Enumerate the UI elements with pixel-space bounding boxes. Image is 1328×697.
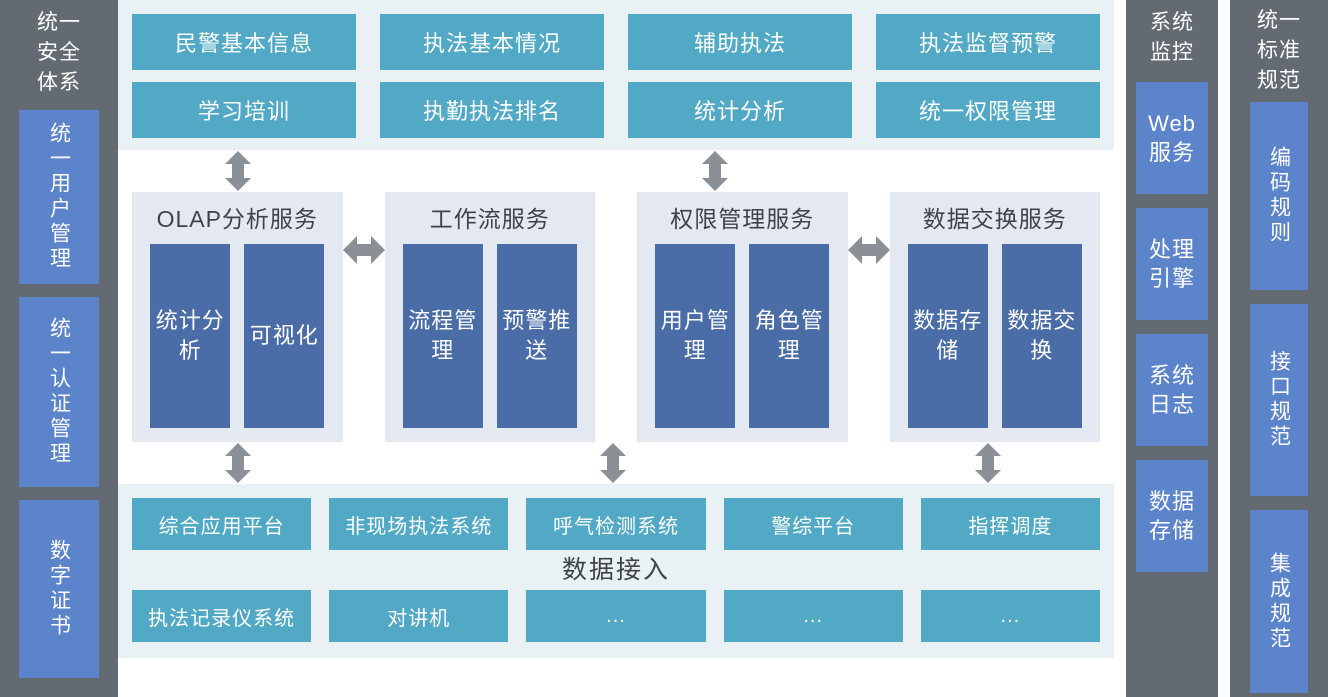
sysmon-item-web-service[interactable]: Web 服务 (1136, 82, 1208, 194)
app-tile-duty-enforcement-ranking[interactable]: 执勤执法排名 (380, 82, 604, 138)
service-item-alert-push[interactable]: 预警推送 (496, 244, 577, 428)
service-item-role-management[interactable]: 角色管理 (749, 244, 830, 428)
center-column: 民警基本信息 执法基本情况 辅助执法 执法监督预警 学习培训 执勤执法排名 统计… (118, 0, 1114, 697)
unified-standards-rail: 统一 标准 规范 编码规则 接口规范 集成规范 (1230, 0, 1328, 697)
application-layer: 民警基本信息 执法基本情况 辅助执法 执法监督预警 学习培训 执勤执法排名 统计… (118, 0, 1114, 150)
rail-spacer (1114, 0, 1126, 697)
data-source-row-2: 执法记录仪系统 对讲机 ... ... ... (132, 590, 1100, 642)
standards-item-integration-spec[interactable]: 集成规范 (1250, 510, 1308, 694)
double-arrow-horizontal-icon (342, 236, 385, 264)
security-system-rail: 统一 安全 体系 统一用户管理 统一认证管理 数字证书 (0, 0, 118, 697)
data-source-offsite-enforcement[interactable]: 非现场执法系统 (329, 498, 509, 550)
data-source-police-platform[interactable]: 警综平台 (723, 498, 903, 550)
data-source-law-recorder-system[interactable]: 执法记录仪系统 (132, 590, 312, 642)
service-item-process-management[interactable]: 流程管理 (402, 244, 483, 428)
service-connector (595, 192, 637, 442)
service-panel-olap: OLAP分析服务 统计分析 可视化 (132, 192, 343, 442)
double-arrow-horizontal-icon (847, 236, 890, 264)
data-access-caption: 数据接入 (561, 556, 670, 584)
service-panel-title: 数据交换服务 (922, 206, 1067, 232)
standards-item-coding-rules[interactable]: 编码规则 (1250, 102, 1308, 290)
system-monitoring-rail: 系统 监控 Web 服务 处理 引擎 系统 日志 数据 存储 (1126, 0, 1218, 697)
unified-standards-title: 统一 标准 规范 (1257, 9, 1301, 92)
service-item-data-storage[interactable]: 数据存储 (907, 244, 988, 428)
app-tile-statistical-analysis[interactable]: 统计分析 (628, 82, 852, 138)
service-connector (342, 192, 385, 442)
service-item-statistical-analysis[interactable]: 统计分析 (150, 244, 231, 428)
double-arrow-vertical-icon (600, 443, 626, 483)
service-panel-title: 权限管理服务 (670, 206, 815, 232)
security-system-title: 统一 安全 体系 (37, 11, 81, 94)
service-item-user-management[interactable]: 用户管理 (655, 244, 736, 428)
service-item-data-exchange[interactable]: 数据交换 (1001, 244, 1082, 428)
service-panel-permission: 权限管理服务 用户管理 角色管理 (637, 192, 848, 442)
application-tile-grid: 民警基本信息 执法基本情况 辅助执法 执法监督预警 学习培训 执勤执法排名 统计… (132, 14, 1100, 138)
data-source-command-dispatch[interactable]: 指挥调度 (920, 498, 1100, 550)
rail-item-unified-auth-management[interactable]: 统一认证管理 (19, 297, 99, 487)
data-source-walkie-talkie[interactable]: 对讲机 (329, 590, 509, 642)
service-item-list: 统计分析 可视化 (144, 244, 331, 428)
double-arrow-vertical-icon (225, 151, 251, 191)
app-tile-study-training[interactable]: 学习培训 (132, 82, 356, 138)
data-source-more-2[interactable]: ... (723, 590, 903, 642)
rail-item-unified-user-management[interactable]: 统一用户管理 (19, 110, 99, 284)
app-tile-enforcement-supervision-alert[interactable]: 执法监督预警 (876, 14, 1100, 70)
app-to-service-arrows (118, 150, 1114, 192)
data-access-layer: 综合应用平台 非现场执法系统 呼气检测系统 警综平台 指挥调度 数据接入 执法记… (118, 484, 1114, 658)
double-arrow-vertical-icon (975, 443, 1001, 483)
service-panel-title: OLAP分析服务 (156, 206, 318, 232)
standards-item-interface-spec[interactable]: 接口规范 (1250, 303, 1308, 497)
system-monitoring-title: 系统 监控 (1150, 11, 1194, 64)
service-item-list: 数据存储 数据交换 (902, 244, 1089, 428)
service-to-data-arrows (118, 442, 1114, 484)
data-source-more-1[interactable]: ... (526, 590, 706, 642)
app-tile-unified-permission-management[interactable]: 统一权限管理 (876, 82, 1100, 138)
service-item-visualization[interactable]: 可视化 (244, 244, 325, 428)
double-arrow-vertical-icon (702, 151, 728, 191)
service-item-list: 用户管理 角色管理 (649, 244, 836, 428)
service-layer: OLAP分析服务 统计分析 可视化 工作流服务 流程管理 预警推送 (118, 192, 1114, 442)
data-source-integrated-platform[interactable]: 综合应用平台 (132, 498, 312, 550)
sysmon-item-data-storage[interactable]: 数据 存储 (1136, 460, 1208, 572)
sysmon-item-system-log[interactable]: 系统 日志 (1136, 334, 1208, 446)
service-panel-title: 工作流服务 (429, 206, 550, 232)
service-item-list: 流程管理 预警推送 (397, 244, 584, 428)
app-tile-assisted-enforcement[interactable]: 辅助执法 (628, 14, 852, 70)
service-panel-data-exchange: 数据交换服务 数据存储 数据交换 (889, 192, 1100, 442)
service-connector (847, 192, 890, 442)
app-tile-enforcement-basics[interactable]: 执法基本情况 (380, 14, 604, 70)
rail-item-digital-certificate[interactable]: 数字证书 (19, 500, 99, 678)
app-tile-police-basic-info[interactable]: 民警基本信息 (132, 14, 356, 70)
sysmon-item-processing-engine[interactable]: 处理 引擎 (1136, 208, 1208, 320)
data-source-row-1: 综合应用平台 非现场执法系统 呼气检测系统 警综平台 指挥调度 (132, 498, 1100, 550)
rail-spacer (1218, 0, 1230, 697)
service-panel-workflow: 工作流服务 流程管理 预警推送 (384, 192, 595, 442)
data-source-more-3[interactable]: ... (920, 590, 1100, 642)
data-source-breath-test-system[interactable]: 呼气检测系统 (526, 498, 706, 550)
double-arrow-vertical-icon (225, 443, 251, 483)
